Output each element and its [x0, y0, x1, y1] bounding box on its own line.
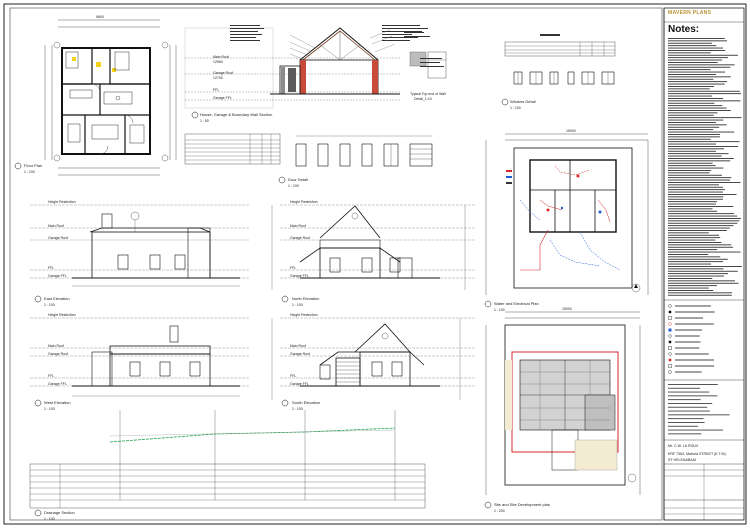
outer-border	[3, 3, 747, 525]
se-ffl: FFL	[290, 374, 297, 378]
site-plan-title: Site and Site Development plan	[494, 502, 551, 507]
floor-plan	[14, 19, 177, 176]
drainage-section-title: Drainage Section	[44, 510, 75, 515]
ee-main-roof: Main Roof	[48, 224, 64, 228]
site-plan	[484, 311, 641, 509]
west-elevation	[30, 317, 250, 407]
drainage-section-scale: 1 : 100	[44, 517, 55, 521]
client-line: Mr. C.W. LA ROUX	[668, 444, 699, 448]
window-detail-title: Window Detail	[510, 99, 536, 104]
ne-height-restriction: Height Restriction	[290, 200, 318, 204]
north-elevation-title: North Elevation	[292, 296, 320, 301]
se-height-restriction: Height Restriction	[290, 313, 318, 317]
se-garage-roof: Garage Roof	[290, 352, 311, 356]
ne-garage-ffl: Garage FFL	[290, 274, 309, 278]
we-main-roof: Main Roof	[48, 344, 64, 348]
window-detail-scale: 1 : 100	[510, 106, 521, 110]
site-plan-width-dim: 15000	[562, 307, 572, 311]
ws-ffl: FFL	[213, 88, 220, 92]
door-detail-scale: 1 : 100	[288, 184, 299, 188]
water-plan-scale: 1 : 100	[494, 308, 505, 312]
drainage-section	[29, 410, 426, 517]
west-elevation-scale: 1 : 100	[44, 407, 55, 411]
spec-text-blocks	[230, 25, 444, 67]
ee-garage-ffl: Garage FFL	[48, 274, 67, 278]
ws-main-roof: Main Roof	[213, 55, 229, 59]
door-detail-title: Door Detail	[288, 177, 309, 182]
north-elevation-scale: 1 : 100	[292, 303, 303, 307]
east-elevation-title: East Elevation	[44, 296, 70, 301]
se-garage-ffl: Garage FFL	[290, 382, 309, 386]
project-line-2: ST HELENABAAI	[668, 458, 697, 462]
typical-detail-sub: Detail_1:10	[414, 97, 432, 101]
ne-ffl: FFL	[290, 266, 297, 270]
ws-garage-roof-val: 12700	[213, 76, 223, 80]
south-elevation-title: South Elevation	[292, 400, 321, 405]
floor-plan-scale: 1 : 100	[24, 170, 35, 174]
water-plan-title: Water and Electrical Plan	[494, 301, 539, 306]
door-schedule	[184, 133, 281, 165]
ee-ffl: FFL	[48, 266, 55, 270]
typical-detail-title: Typical Top end of Wall	[410, 92, 446, 96]
wall-section-scale: 1 : 50	[200, 119, 209, 123]
window-schedule	[501, 34, 616, 106]
se-main-roof: Main Roof	[290, 344, 306, 348]
we-garage-roof: Garage Roof	[48, 352, 69, 356]
south-elevation-scale: 1 : 100	[292, 407, 303, 411]
inner-border	[9, 7, 663, 521]
ee-garage-roof: Garage Roof	[48, 236, 69, 240]
floor-plan-title: Floor Plan	[24, 163, 43, 168]
north-elevation	[271, 204, 475, 303]
ws-main-roof-val: 12950	[213, 60, 223, 64]
water-electrical-plan	[484, 133, 649, 308]
site-plan-scale: 1 : 200	[494, 509, 505, 513]
water-plan-width-dim: 15000	[566, 129, 576, 133]
company-logo: MAVERN PLANS	[668, 10, 712, 16]
ws-garage-ffl: Garage FFL	[213, 96, 232, 100]
east-elevation-scale: 1 : 100	[44, 303, 55, 307]
floor-plan-width-dim: 9600	[96, 15, 104, 19]
east-elevation	[30, 204, 250, 303]
ne-main-roof: Main Roof	[290, 224, 306, 228]
title-block-content	[664, 21, 744, 520]
we-height-restriction: Height Restriction	[48, 313, 76, 317]
ne-garage-roof: Garage Roof	[290, 236, 311, 240]
wall-section-title: House, Garage & Boundary Wall Section	[200, 112, 273, 117]
door-detail	[278, 135, 433, 184]
notes-heading: Notes:	[668, 24, 700, 35]
we-ffl: FFL	[48, 374, 55, 378]
ee-height-restriction: Height Restriction	[48, 200, 76, 204]
we-garage-ffl: Garage FFL	[48, 382, 67, 386]
ws-garage-roof: Garage Roof	[213, 71, 234, 75]
south-elevation	[271, 317, 475, 407]
west-elevation-title: West Elevation	[44, 400, 71, 405]
project-line-1: ERF 7363, Mahula STREET (K.T.M)	[668, 452, 726, 456]
